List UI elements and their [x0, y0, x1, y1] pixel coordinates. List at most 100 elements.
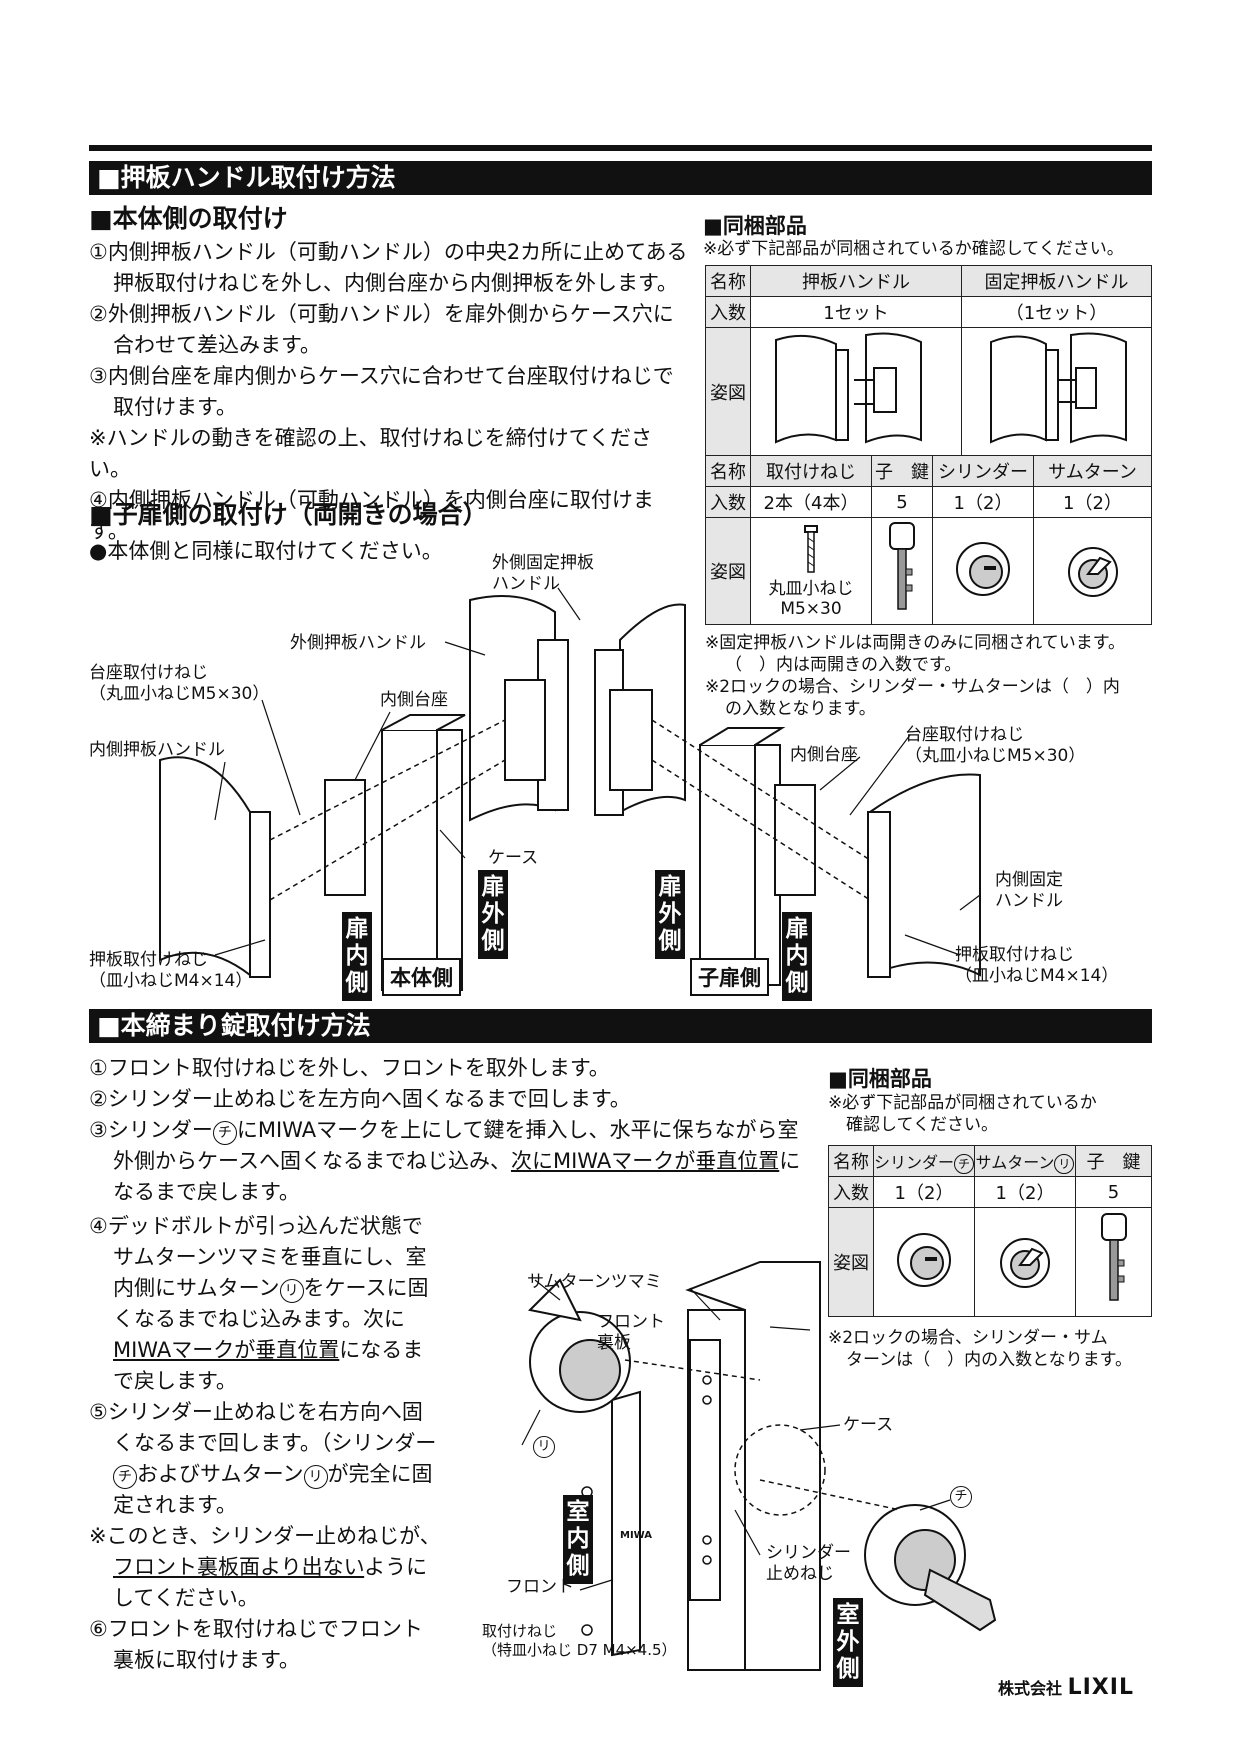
child-side-heading: ■子扉側の取付け（両開きの場合） — [89, 500, 488, 529]
footnote-2-line-1: ※2ロックの場合、シリンダー・サム — [828, 1328, 1108, 1348]
parts-table-handles: 名称 押板ハンドル 固定押板ハンドル 入数 1セット （1セット） 姿図 — [705, 265, 1153, 457]
label-door-outside-right: 扉外側 — [655, 870, 685, 959]
part-qty-fixed-handle: （1セット） — [960, 296, 1153, 328]
parts-table-accessories: 名称 取付けねじ 子 鍵 シリンダー サムターン 入数 2本（4本） 5 1（2… — [705, 455, 1152, 625]
label-door-inside-left: 扉内側 — [342, 912, 372, 1001]
note-line-1: ※このとき、シリンダー止めねじが、 — [89, 1524, 441, 1548]
label-base-screw-left: 台座取付けねじ （丸皿小ねじM5×30） — [89, 663, 270, 704]
figure-fixed-handle — [960, 327, 1153, 457]
cylinder-icon-2 — [897, 1232, 951, 1287]
main-side-steps: ①内側押板ハンドル（可動ハンドル）の中央2カ所に止めてある押板取付けねじを外し、… — [89, 237, 689, 547]
row-label-figure: 姿図 — [705, 327, 751, 457]
row-label-qty: 入数 — [705, 296, 751, 328]
parts-heading-1: ■同梱部品 — [703, 214, 807, 238]
label-plate-screw-left: 押板取付けねじ （皿小ねじM4×14） — [89, 950, 253, 991]
note-line-3: してください。 — [113, 1586, 259, 1610]
part-name-screw: 取付けねじ — [750, 455, 872, 487]
part-qty-push-handle: 1セット — [750, 296, 962, 328]
circled-chi: チ — [212, 1121, 237, 1145]
circled-chi-3: チ — [954, 1153, 975, 1174]
note-line-2: フロント裏板面より出ないように — [89, 1552, 479, 1583]
step4-line-4: くなるまでねじ込みます。次に — [113, 1307, 405, 1331]
main-note: ※ハンドルの動きを確認の上、取付けねじを締付けてください。 — [89, 426, 652, 481]
footnote-2-line-2: ターンは（ ）内の入数となります。 — [846, 1350, 1132, 1370]
label-front-backplate: フロント 裏板 — [597, 1312, 665, 1353]
step6-line-2: 裏板に取付けます。 — [113, 1648, 300, 1672]
circled-ri-3: リ — [1054, 1153, 1075, 1174]
part-qty-key: 5 — [871, 486, 933, 518]
part-name-cylinder-2: シリンダーチ — [873, 1145, 975, 1177]
footnote-1: ※固定押板ハンドルは両開きのみに同梱されています。 — [705, 633, 1126, 653]
part-name-thumbturn-2: サムターンリ — [974, 1145, 1076, 1177]
main-step-3: ③内側台座を扉内側からケース穴に合わせて台座取付けねじで取付けます。 — [89, 364, 674, 419]
part-name-cylinder-2-text: シリンダー — [874, 1152, 955, 1172]
thumbturn-icon — [1067, 546, 1118, 597]
circled-chi-diagram: チ — [950, 1486, 972, 1508]
row-label-name: 名称 — [705, 265, 751, 297]
deadbolt-steps-top: ①フロント取付けねじを外し、フロントを取外します。 ②シリンダー止めねじを左方向… — [89, 1053, 809, 1208]
figure-push-handle — [750, 327, 962, 457]
footnote-4: の入数となります。 — [725, 699, 876, 719]
part-name-push-handle: 押板ハンドル — [750, 265, 962, 297]
inner-handle-edge — [249, 811, 271, 978]
label-door-inside-right: 扉内側 — [782, 912, 812, 1001]
main-side-heading: ■本体側の取付け — [89, 204, 288, 233]
step3-part-c: 次にMIWAマークが垂直位置 — [510, 1149, 780, 1173]
deadbolt-step-3: ③シリンダーチにMIWAマークを上にして鍵を挿入し、水平に保ちながら室外側からケ… — [89, 1115, 809, 1208]
figure-screw: 丸皿小ねじ M5×30 — [750, 517, 872, 625]
deadbolt-steps-left: ④デッドボルトが引っ込んだ状態で サムターンツマミを垂直にし、室 内側にサムター… — [89, 1211, 479, 1676]
figure-key — [871, 517, 933, 625]
label-case-2: ケース — [843, 1415, 894, 1435]
label-base-screw-right: 台座取付けねじ （丸皿小ねじM5×30） — [905, 725, 1086, 766]
step5-line-1: ⑤シリンダー止めねじを右方向へ固 — [89, 1400, 423, 1424]
part-name-cylinder: シリンダー — [932, 455, 1034, 487]
footer-logo: 株式会社 LIXIL — [998, 1675, 1134, 1700]
row-label-name-3: 名称 — [828, 1145, 874, 1177]
label-plate-screw-right: 押板取付けねじ （皿小ねじM4×14） — [955, 945, 1119, 986]
footer-brand: LIXIL — [1067, 1675, 1134, 1700]
footer-company: 株式会社 — [998, 1679, 1063, 1698]
row-label-figure-2: 姿図 — [705, 517, 751, 625]
row-label-name-2: 名称 — [705, 455, 751, 487]
note-line-2b: ように — [364, 1555, 428, 1579]
figure-cylinder-2 — [873, 1207, 975, 1317]
label-inner-handle: 内側押板ハンドル — [89, 740, 225, 760]
figure-key-2 — [1075, 1207, 1152, 1317]
screw-icon — [804, 524, 818, 573]
main-step-4: ④内側押板ハンドル（可動ハンドル）を内側台座に取付けます。 — [89, 488, 654, 543]
parts-note-2-line-1: ※必ず下記部品が同梱されているか — [828, 1093, 1097, 1113]
label-inner-base-left: 内側台座 — [380, 690, 448, 710]
step5-line-2: くなるまで回します。（シリンダー — [113, 1431, 437, 1455]
main-step-1: ①内側押板ハンドル（可動ハンドル）の中央2カ所に止めてある押板取付けねじを外し、… — [89, 240, 688, 295]
key-icon — [889, 521, 915, 610]
deadbolt-step-1: ①フロント取付けねじを外し、フロントを取外します。 — [89, 1056, 610, 1080]
label-case: ケース — [488, 848, 539, 868]
deadbolt-step-2: ②シリンダー止めねじを左方向へ固くなるまで回します。 — [89, 1087, 631, 1111]
step3-part-b: にMIWAマークを上にして鍵を挿入し、水平に保ちながら室外側からケースへ固くなる… — [113, 1118, 799, 1173]
step4-line-2: サムターンツマミを垂直にし、室 — [113, 1245, 427, 1269]
key-icon-2 — [1100, 1212, 1127, 1301]
step5-line-3a: およびサムターン — [137, 1462, 304, 1486]
figure-cylinder — [932, 517, 1034, 625]
label-room-inside: 室内側 — [563, 1495, 593, 1584]
parts-footnotes-1: ※固定押板ハンドルは両開きのみに同梱されています。 （ ）内は両開きの入数です。… — [705, 632, 1155, 720]
label-circled-chi: チ — [950, 1485, 972, 1508]
main-step-2: ②外側押板ハンドル（可動ハンドル）を扉外側からケース穴に合わせて差込みます。 — [89, 302, 674, 357]
step5-line-3b: が完全に固 — [327, 1462, 433, 1486]
circled-ri: リ — [279, 1279, 304, 1303]
step4-line-5a: MIWAマークが垂直位置 — [113, 1338, 340, 1362]
circled-ri-diagram: リ — [533, 1436, 555, 1458]
section-title-deadbolt: ■本締まり錠取付け方法 — [89, 1009, 1152, 1043]
step4-line-6: で戻します。 — [113, 1369, 237, 1393]
row-label-qty-3: 入数 — [828, 1176, 874, 1208]
label-outer-handle: 外側押板ハンドル — [290, 633, 426, 653]
part-qty-thumbturn: 1（2） — [1033, 486, 1152, 518]
part-name-thumbturn-2-text: サムターン — [975, 1152, 1055, 1172]
part-qty-cylinder-2: 1（2） — [873, 1176, 975, 1208]
step5-line-3: チおよびサムターンリが完全に固 — [89, 1459, 479, 1490]
footnote-2: （ ）内は両開きの入数です。 — [725, 655, 962, 675]
row-label-qty-2: 入数 — [705, 486, 751, 518]
top-rule — [89, 145, 1152, 151]
step4-line-1: ④デッドボルトが引っ込んだ状態で — [89, 1214, 423, 1238]
